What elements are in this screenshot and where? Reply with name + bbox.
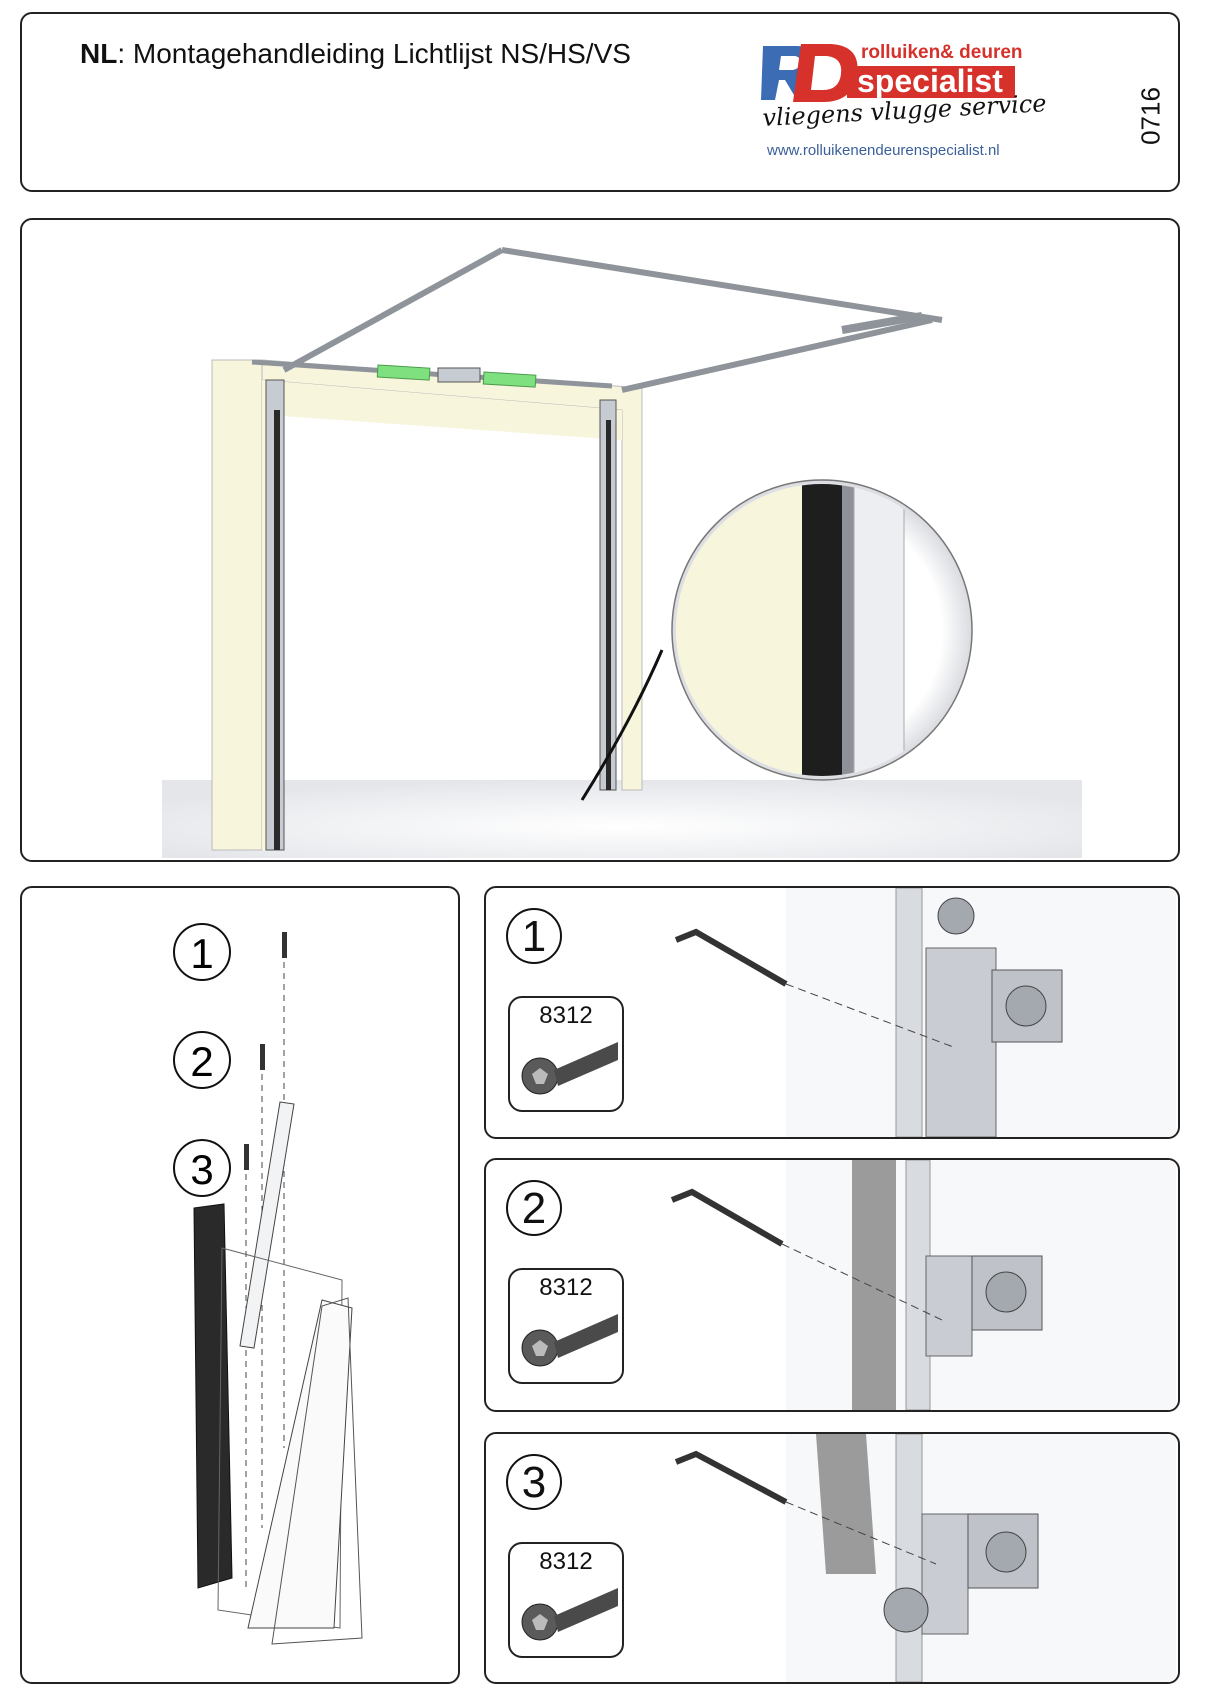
screw-icon xyxy=(521,1042,618,1095)
step-1-drawing xyxy=(674,888,1176,1137)
step-1-number: 1 xyxy=(506,908,562,964)
header-panel: NL: Montagehandleiding Lichtlijst NS/HS/… xyxy=(20,12,1180,192)
part-code: 8312 xyxy=(539,1548,593,1575)
step-2-number: 2 xyxy=(506,1180,562,1236)
exploded-view-drawing: 1 2 3 xyxy=(173,923,363,1645)
left-step-3-number: 3 xyxy=(190,1146,213,1193)
step-3-drawing xyxy=(674,1434,1176,1682)
left-step-1-number: 1 xyxy=(190,930,213,977)
logo-url: www.rolluikenendeurenspecialist.nl xyxy=(767,142,1000,159)
step-3-number: 3 xyxy=(506,1454,562,1510)
logo-brand-top: rolluiken& deuren xyxy=(861,42,1023,63)
part-8312-box: 8312 xyxy=(508,1542,624,1658)
screw-icon xyxy=(521,1588,618,1641)
part-code: 8312 xyxy=(539,1274,593,1301)
exploded-view-panel: 1 2 3 xyxy=(20,886,460,1684)
logo-brand-main: specialist xyxy=(857,63,1003,99)
language-code: NL xyxy=(80,38,118,69)
part-8312-box: 8312 xyxy=(508,996,624,1112)
left-step-2-number: 2 xyxy=(190,1038,213,1085)
garage-door-overview-drawing xyxy=(162,247,1082,858)
logo-mark: rolluiken& deuren specialist vliegens vl… xyxy=(761,42,1047,132)
step-1-panel: 1 8312 xyxy=(484,886,1180,1139)
title-text: : Montagehandleiding Lichtlijst NS/HS/VS xyxy=(117,38,631,69)
step-2-drawing xyxy=(670,1160,1176,1410)
part-code: 8312 xyxy=(539,1002,593,1029)
part-8312-box: 8312 xyxy=(508,1268,624,1384)
company-logo: rolluiken& deuren specialist vliegens vl… xyxy=(757,24,1067,174)
document-code: 0716 xyxy=(1135,87,1166,145)
step-3-panel: 3 8312 xyxy=(484,1432,1180,1684)
overview-illustration-panel xyxy=(20,218,1180,862)
page-title: NL: Montagehandleiding Lichtlijst NS/HS/… xyxy=(80,38,631,70)
screw-icon xyxy=(521,1314,618,1367)
step-2-panel: 2 8312 xyxy=(484,1158,1180,1412)
